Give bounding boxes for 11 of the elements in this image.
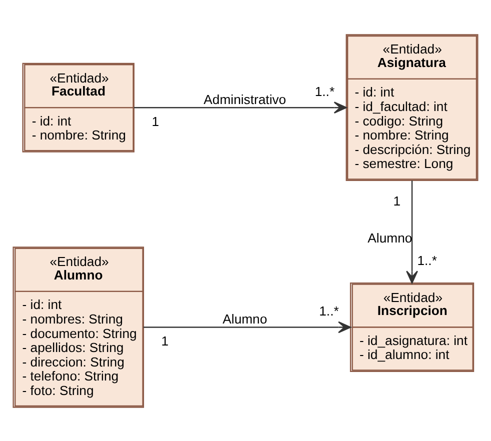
label: 1..*: [319, 303, 339, 318]
edge-label: Alumno: [222, 310, 268, 326]
label: 1..*: [314, 83, 335, 98]
arrow: [134, 101, 347, 114]
label: 1: [161, 333, 169, 348]
label: 1..*: [417, 252, 437, 268]
label: 1: [393, 192, 401, 208]
arrow: [406, 180, 418, 284]
edge-label: Administrativo: [204, 91, 286, 106]
arrow: [143, 320, 352, 333]
label: 1: [152, 114, 160, 128]
